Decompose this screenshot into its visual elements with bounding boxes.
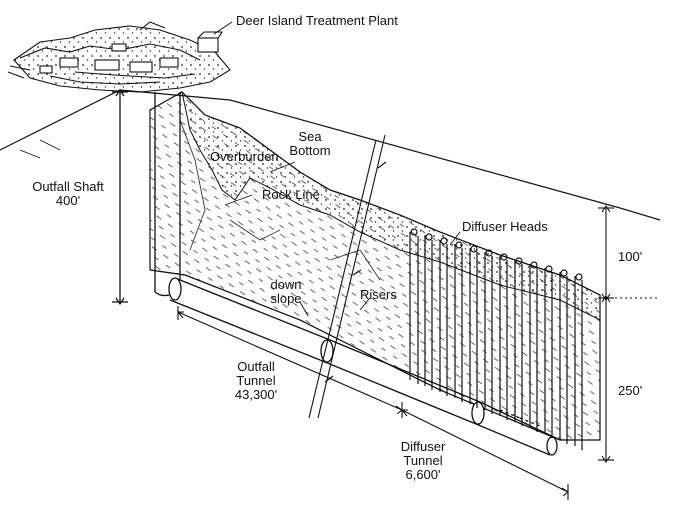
diffuser-tunnel-line-3: 6,600': [405, 467, 441, 482]
diffuser-risers-drawing: [409, 228, 583, 450]
length-dimension-lines: [176, 306, 569, 500]
down-slope-line-2: slope: [270, 291, 302, 306]
plant-label: Deer Island Treatment Plant: [236, 13, 398, 28]
outfall-tunnel-line-1: Outfall: [237, 359, 275, 374]
outfall-shaft-line-2: 400': [55, 193, 81, 208]
diffuser-tunnel-line-1: Diffuser: [400, 439, 446, 454]
outfall-tunnel-label: Outfall Tunnel 43,300': [226, 360, 286, 402]
sea-bottom-label: Sea Bottom: [285, 130, 335, 158]
overburden-label: Overburden: [210, 149, 279, 164]
sea-surface-line: [0, 89, 661, 221]
outfall-shaft-line-1: Outfall Shaft: [32, 179, 104, 194]
outfall-shaft-drawing: [112, 88, 181, 306]
outfall-tunnel-line-2: Tunnel: [236, 373, 276, 388]
rock-line-label: Rock Line: [262, 187, 320, 202]
depth-dimension-lines: [598, 205, 660, 463]
outfall-tunnel-line-3: 43,300': [234, 387, 278, 402]
diffuser-tunnel-label: Diffuser Tunnel 6,600': [393, 440, 453, 482]
down-slope-label: down slope: [262, 278, 310, 306]
dim-250-label: 250': [618, 383, 643, 398]
dim-100-label: 100': [618, 249, 643, 264]
risers-label: Risers: [360, 287, 397, 302]
diffuser-heads-label: Diffuser Heads: [462, 219, 548, 234]
outfall-shaft-label: Outfall Shaft 400': [18, 180, 118, 208]
sea-bottom-line-1: Sea: [298, 129, 322, 144]
outfall-tunnel-drawing: [168, 277, 561, 456]
deer-island-plant-drawing: [7, 21, 231, 93]
sea-bottom-line-2: Bottom: [289, 143, 331, 158]
diffuser-tunnel-line-2: Tunnel: [403, 453, 443, 468]
down-slope-line-1: down: [270, 277, 302, 292]
